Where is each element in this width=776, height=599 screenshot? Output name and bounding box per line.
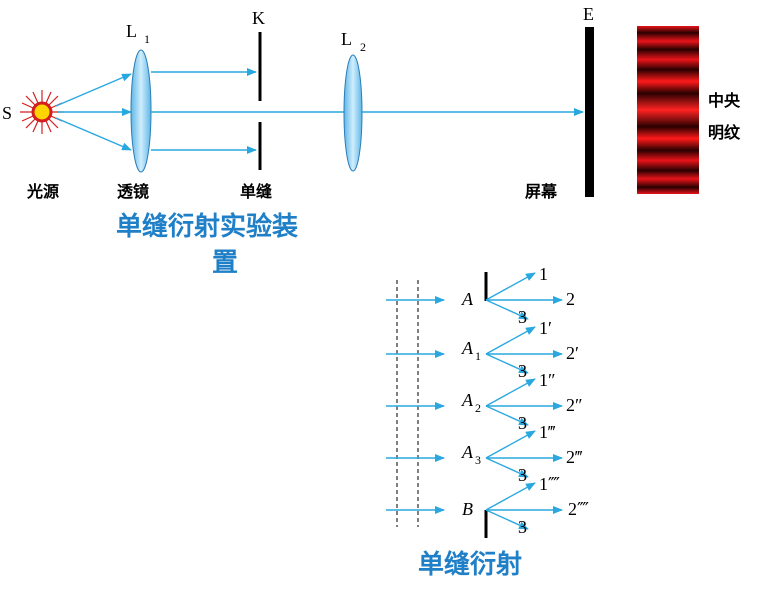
ray-label-2: 2′ <box>566 343 579 363</box>
ray-source-lower <box>55 117 132 151</box>
diffraction-title: 单缝衍射 <box>418 549 522 580</box>
ray-label-1: 1⁗ <box>539 474 560 494</box>
diffracted-ray-up <box>485 482 536 511</box>
lens-1-subscript: 1 <box>144 32 150 46</box>
screen-bar <box>585 27 594 197</box>
diffracted-ray-up <box>485 378 536 407</box>
lens-2 <box>343 54 363 172</box>
diffracted-ray-down <box>485 457 529 478</box>
diffracted-ray-down <box>485 405 529 426</box>
point-letter: A <box>461 390 474 410</box>
diffraction-row: A 12 3 <box>386 264 575 327</box>
ray-label-2: 2 <box>566 289 575 309</box>
point-letter: A <box>461 338 474 358</box>
ray-label-1: 1″ <box>539 370 556 390</box>
caption-source: 光源 <box>26 182 59 201</box>
point-letter: A <box>461 289 474 309</box>
ray-source-upper <box>55 73 132 107</box>
ray-label-2: 2‴ <box>566 447 583 467</box>
diffracted-ray-down <box>485 353 529 374</box>
ray-label-2: 2⁗ <box>568 499 589 519</box>
ray-label-3: 3 <box>518 465 527 485</box>
ray-label-1: 1′ <box>539 318 552 338</box>
point-subscript: 1 <box>475 349 481 363</box>
diffracted-ray-up <box>485 272 536 301</box>
point-subscript: 3 <box>475 453 481 467</box>
ray-label-3: 3 <box>518 413 527 433</box>
setup-title-line1: 单缝衍射实验装 <box>116 211 298 242</box>
fringe-label-line1: 中央 <box>708 91 741 110</box>
point-letter: B <box>462 499 473 519</box>
caption-lens: 透镜 <box>117 182 149 201</box>
diffraction-row: B 1⁗ 2⁗ 3 <box>386 474 589 537</box>
diffracted-ray-down <box>485 509 529 530</box>
lens-1-letter: L <box>126 21 137 41</box>
ray-label-2: 2″ <box>566 395 583 415</box>
lens-2-subscript: 2 <box>360 40 366 54</box>
fringe-pattern <box>637 26 699 194</box>
diffracted-ray-up <box>485 430 536 459</box>
screen-letter: E <box>583 4 594 24</box>
caption-screen: 屏幕 <box>525 182 558 201</box>
light-source-icon <box>20 90 64 134</box>
setup-title-line2: 置 <box>212 248 238 278</box>
ray-label-1: 1‴ <box>539 422 556 442</box>
lens-1 <box>130 49 152 173</box>
source-letter: S <box>2 103 12 123</box>
diffracted-ray-up <box>485 326 536 355</box>
setup-group: S L 1 K L 2 E 中央 明纹 光源 透镜 单缝 屏幕 单缝 <box>2 4 741 278</box>
slit-letter: K <box>252 8 265 28</box>
lens-2-letter: L <box>341 29 352 49</box>
ray-label-3: 3 <box>518 361 527 381</box>
ray-label-3: 3 <box>518 307 527 327</box>
ray-label-1: 1 <box>539 264 548 284</box>
fringe-label-line2: 明纹 <box>708 123 741 142</box>
point-letter: A <box>461 442 474 462</box>
caption-slit: 单缝 <box>240 182 272 201</box>
ray-label-3: 3 <box>518 517 527 537</box>
point-subscript: 2 <box>475 401 481 415</box>
diffracted-ray-down <box>485 299 529 320</box>
